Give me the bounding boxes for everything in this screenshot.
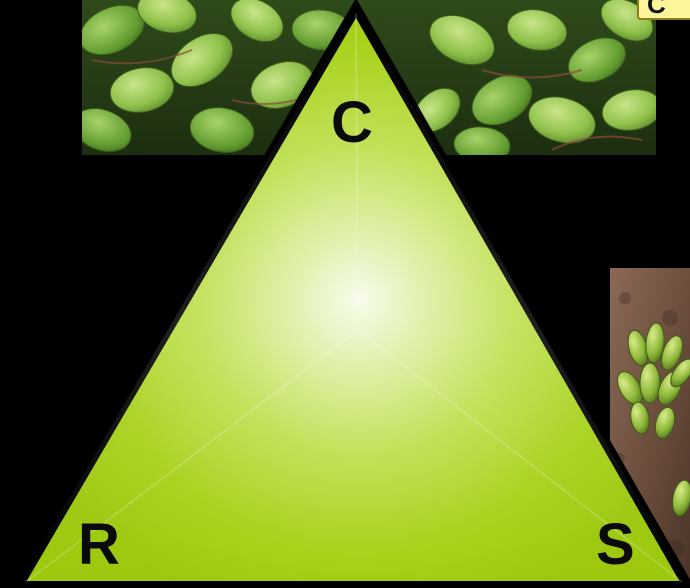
vertex-label-s: S bbox=[596, 516, 635, 574]
vertex-label-c: C bbox=[331, 94, 373, 152]
vertex-label-r: R bbox=[78, 516, 120, 574]
